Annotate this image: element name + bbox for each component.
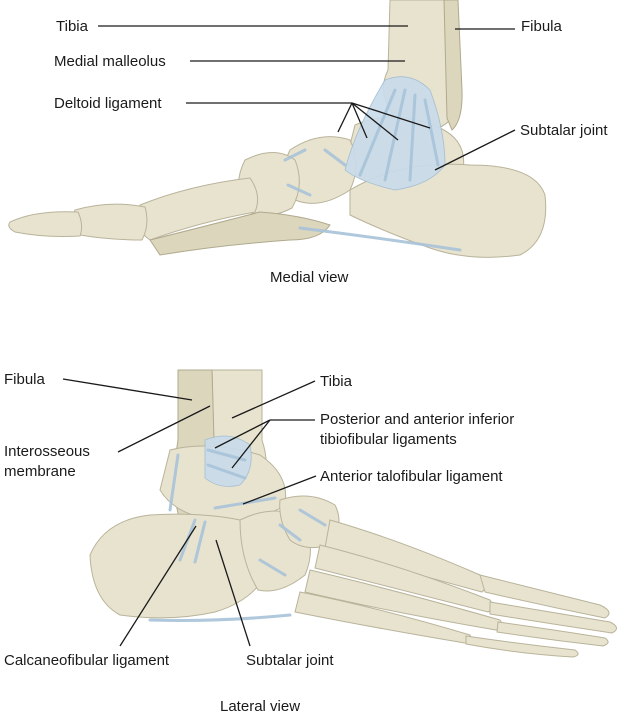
label-deltoid-ligament: Deltoid ligament (54, 95, 162, 112)
lateral-tibiofibular-ligaments (204, 435, 252, 487)
leader-lateral-subtalar (215, 539, 251, 647)
label-lateral-subtalar-joint: Subtalar joint (246, 652, 334, 669)
leader-lateral-fibula (62, 378, 193, 401)
label-lateral-tibia: Tibia (320, 373, 353, 390)
lateral-interosseous-band (168, 453, 180, 512)
lateral-toes-4 (465, 635, 579, 658)
lateral-midfoot-ligament-2 (298, 508, 327, 527)
leader-lateral-tibia (231, 380, 316, 419)
lateral-toes-2 (489, 601, 617, 634)
medial-tarsal-ligament-1 (283, 148, 307, 162)
deltoid-band-3 (408, 93, 417, 182)
medial-phalanx-1 (71, 203, 148, 241)
leader-deltoid-fan-3 (351, 102, 399, 141)
lateral-tibiofibular-band-2 (206, 463, 247, 480)
medial-tarsal-ligament-3 (323, 148, 347, 167)
caption-medial-view: Medial view (270, 269, 349, 286)
caption-lateral-view: Lateral view (220, 698, 300, 715)
label-medial-fibula: Fibula (521, 18, 563, 35)
lateral-midfoot-ligament-1 (278, 523, 302, 542)
medial-view-illustration (8, 0, 547, 258)
leader-medial-subtalar (434, 129, 516, 171)
leader-interosseous (117, 405, 211, 453)
label-anterior-talofibular: Anterior talofibular ligament (320, 468, 503, 485)
label-lateral-fibula: Fibula (4, 371, 46, 388)
medial-tarsal-ligament-2 (286, 183, 312, 197)
leader-deltoid-fan-4 (351, 102, 431, 129)
leader-deltoid-fan-1 (337, 102, 353, 133)
label-tibiofibular-line1: Posterior and anterior inferior (320, 411, 514, 428)
medial-metatarsal-bone (137, 177, 259, 241)
leader-anterior-talofibular (242, 475, 317, 505)
leader-tibiofibular-1 (214, 419, 271, 449)
lateral-view-illustration (89, 369, 617, 658)
medial-fibula-bone (443, 0, 463, 131)
leader-deltoid-fan-2 (351, 102, 368, 139)
lateral-toes-1 (479, 574, 610, 619)
deltoid-band-1 (358, 88, 397, 177)
lateral-calcaneofibular-2 (193, 520, 207, 564)
lateral-toes-3 (496, 621, 609, 647)
lateral-midfoot-ligament-3 (258, 558, 287, 577)
leader-tibiofibular-2 (231, 419, 271, 469)
label-medial-tibia: Tibia (56, 18, 89, 35)
label-medial-subtalar-joint: Subtalar joint (520, 122, 608, 139)
medial-lesser-metatarsals (149, 211, 331, 256)
medial-phalanx-2 (8, 211, 83, 237)
label-tibiofibular-line2: tibiofibular ligaments (320, 431, 457, 448)
label-interosseous-line1: Interosseous (4, 443, 90, 460)
medial-plantar-ligament (298, 226, 462, 252)
leader-calcaneofibular (119, 525, 197, 647)
deltoid-band-4 (423, 98, 440, 167)
deltoid-band-2 (383, 88, 407, 182)
lateral-plantar-ligament (148, 613, 292, 622)
label-medial-malleolus: Medial malleolus (54, 53, 166, 70)
label-calcaneofibular: Calcaneofibular ligament (4, 652, 170, 669)
label-interosseous-line2: membrane (4, 463, 76, 480)
